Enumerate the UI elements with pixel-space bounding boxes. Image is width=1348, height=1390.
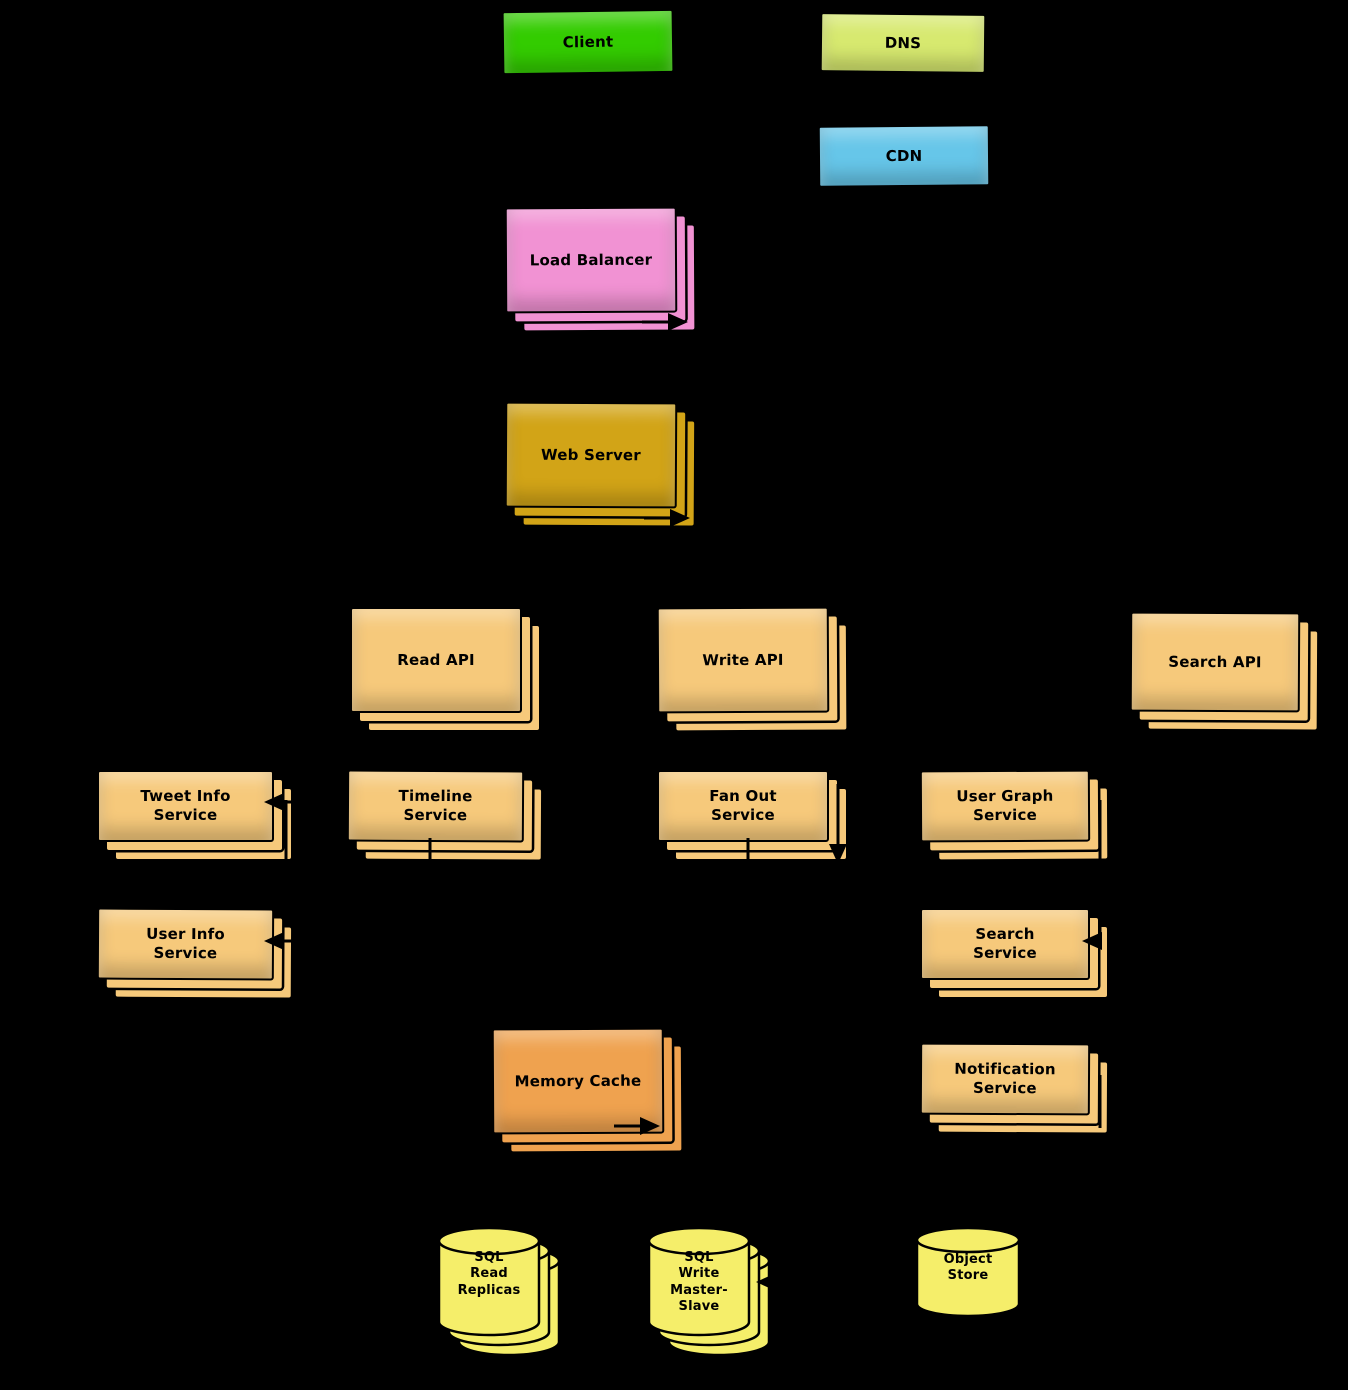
database-cylinder-icon xyxy=(647,1226,771,1357)
node-load-balancer: Load Balancer xyxy=(504,206,678,314)
node-user-info-service: User Info Service xyxy=(96,907,275,981)
node-notification-service: Notification Service xyxy=(919,1042,1091,1116)
node-tweet-info-service-label: Tweet Info Service xyxy=(140,787,231,824)
node-sql-write-master-slave-label: SQL Write Master- Slave xyxy=(670,1250,728,1314)
node-user-info-service-label: User Info Service xyxy=(146,925,225,963)
node-cdn-label: CDN xyxy=(885,146,923,165)
node-cdn: CDN xyxy=(817,124,991,188)
node-load-balancer-label: Load Balancer xyxy=(529,250,653,269)
node-write-api-label: Write API xyxy=(702,650,784,669)
node-timeline-service: Timeline Service xyxy=(346,769,525,843)
node-notification-service-label: Notification Service xyxy=(954,1059,1056,1098)
node-search-api-label: Search API xyxy=(1168,652,1262,671)
node-read-api: Read API xyxy=(350,607,522,713)
node-web-server-label: Web Server xyxy=(541,445,641,464)
node-sql-read-replicas: SQL Read Replicas xyxy=(437,1226,561,1362)
node-write-api: Write API xyxy=(656,606,830,714)
node-object-store: Object Store xyxy=(915,1226,1025,1324)
node-user-graph-service: User Graph Service xyxy=(919,769,1091,843)
node-sql-write-master-slave: SQL Write Master- Slave xyxy=(647,1226,771,1362)
node-dns-label: DNS xyxy=(884,33,922,52)
node-tweet-info-service: Tweet Info Service xyxy=(97,770,274,842)
node-client-label: Client xyxy=(562,32,614,51)
node-dns: DNS xyxy=(819,12,987,74)
node-fan-out-service-label: Fan Out Service xyxy=(709,787,777,824)
node-fan-out-service: Fan Out Service xyxy=(657,770,829,842)
node-user-graph-service-label: User Graph Service xyxy=(956,786,1054,825)
node-sql-read-replicas-label: SQL Read Replicas xyxy=(457,1250,521,1298)
node-web-server: Web Server xyxy=(504,401,678,509)
database-cylinder-icon xyxy=(437,1226,561,1357)
node-memory-cache: Memory Cache xyxy=(491,1027,665,1135)
node-memory-cache-label: Memory Cache xyxy=(514,1071,642,1090)
node-client: Client xyxy=(501,8,675,76)
node-search-api: Search API xyxy=(1129,611,1301,713)
node-read-api-label: Read API xyxy=(397,650,475,669)
node-object-store-label: Object Store xyxy=(943,1252,993,1284)
node-timeline-service-label: Timeline Service xyxy=(398,787,473,825)
node-search-service-label: Search Service xyxy=(973,925,1037,962)
node-search-service: Search Service xyxy=(920,908,1090,980)
database-cylinder-icon xyxy=(915,1226,1021,1318)
